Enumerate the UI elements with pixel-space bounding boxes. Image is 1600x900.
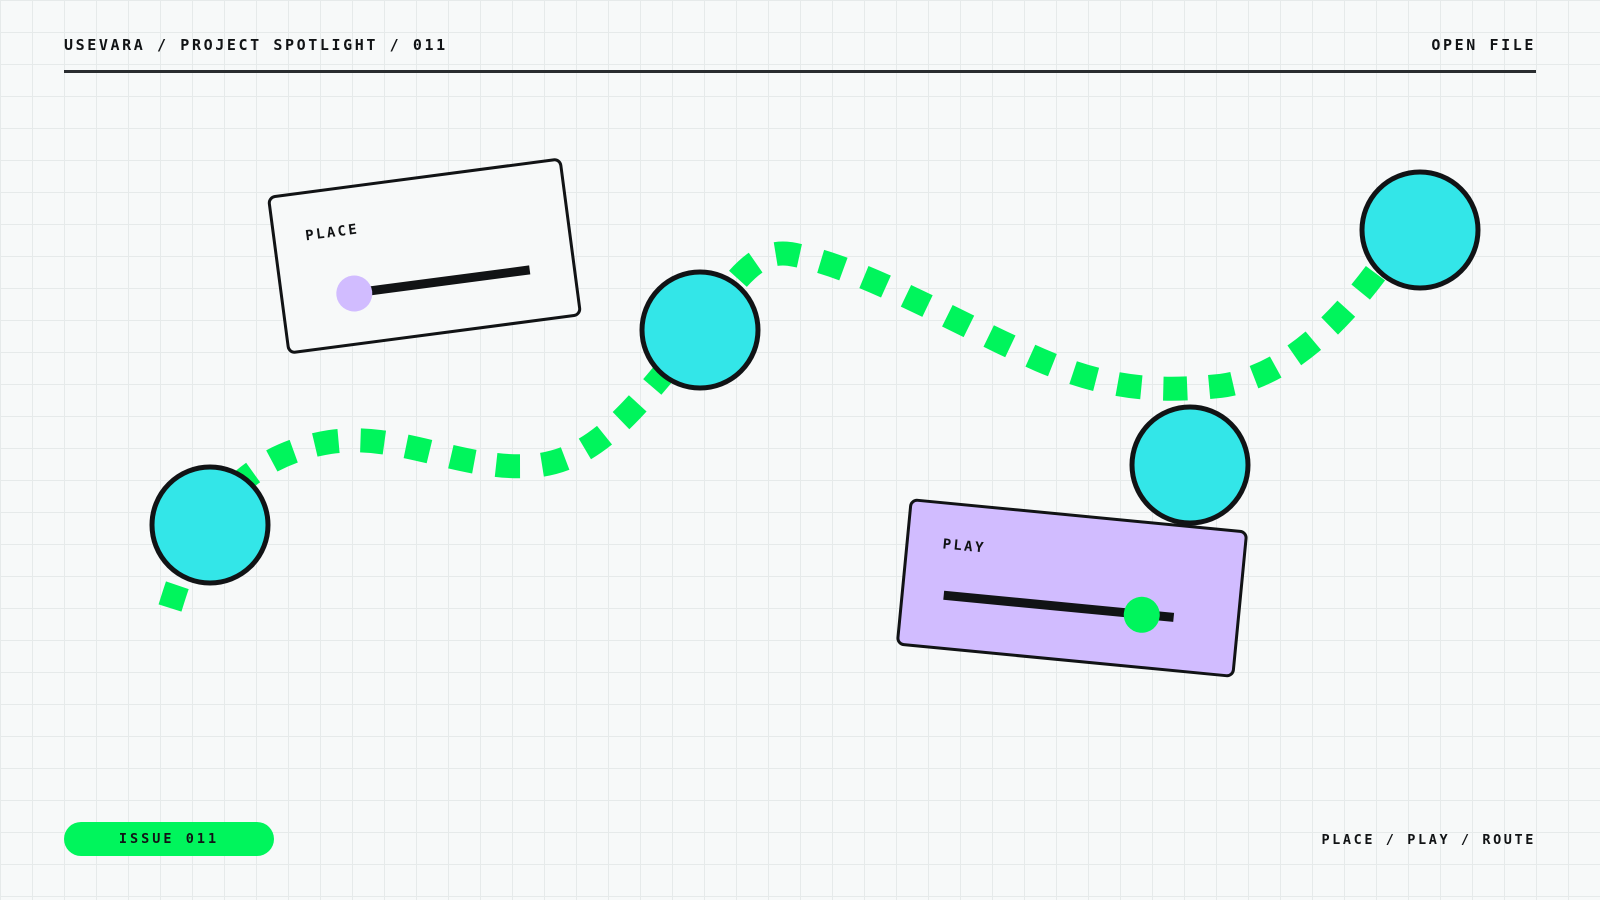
play-card-label: PLAY (941, 536, 987, 557)
breadcrumb: USEVARA / PROJECT SPOTLIGHT / 011 (64, 36, 448, 54)
route-path (158, 231, 1411, 612)
header-divider (64, 70, 1536, 73)
place-slider[interactable] (334, 265, 531, 314)
play-slider-thumb[interactable] (1121, 594, 1162, 634)
route-node-4[interactable] (1359, 169, 1481, 291)
route-node-1[interactable] (149, 464, 271, 586)
route-node-2[interactable] (639, 269, 761, 391)
play-slider[interactable] (943, 590, 1175, 634)
place-card-label: PLACE (304, 221, 361, 245)
place-slider-thumb[interactable] (334, 272, 375, 314)
issue-badge: ISSUE 011 (64, 822, 274, 856)
route-node-3[interactable] (1129, 404, 1251, 526)
header-bar: USEVARA / PROJECT SPOTLIGHT / 011 OPEN F… (64, 36, 1536, 58)
footer-tagline: PLACE / PLAY / ROUTE (1321, 832, 1536, 848)
open-file-button[interactable]: OPEN FILE (1431, 36, 1536, 54)
